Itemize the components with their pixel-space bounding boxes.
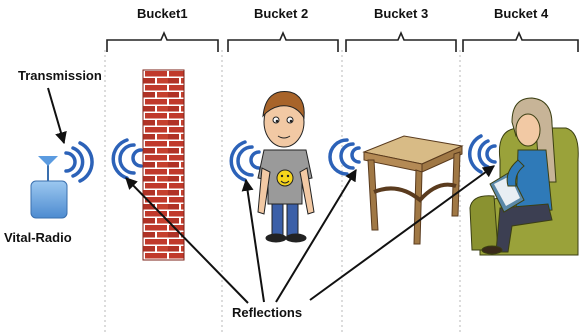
vital-radio-device — [30, 156, 68, 219]
reflection-arrow-3 — [275, 168, 357, 303]
side-table — [362, 135, 464, 245]
brace-1 — [106, 30, 219, 52]
reflection-arrow-4 — [309, 165, 495, 301]
bucket-4-label: Bucket 4 — [494, 6, 549, 21]
transmission-label: Transmission — [18, 68, 102, 83]
reflection-wave-icon-2 — [229, 140, 261, 182]
bucket-1-label: Bucket1 — [137, 6, 188, 21]
transmission-arrow — [47, 87, 67, 145]
bucket-braces — [106, 30, 579, 52]
brace-3 — [345, 30, 457, 52]
brace-4 — [462, 30, 579, 52]
reflection-wave-icon-1 — [111, 138, 143, 180]
brace-2 — [227, 30, 339, 52]
brick-wall — [142, 69, 185, 261]
vital-radio-label: Vital-Radio — [4, 230, 72, 245]
reflections-label: Reflections — [232, 305, 303, 320]
bucket-2-label: Bucket 2 — [254, 6, 309, 21]
bucket-3-label: Bucket 3 — [374, 6, 429, 21]
reflection-wave-icon-4 — [468, 134, 497, 174]
reflection-wave-icon-3 — [328, 138, 361, 176]
bucket-dividers — [104, 50, 461, 332]
standing-person — [257, 91, 315, 243]
reflection-arrow-2 — [241, 178, 265, 303]
transmission-waves-icon — [64, 141, 94, 183]
reflection-arrows — [125, 165, 495, 304]
reflection-arrow-1 — [125, 177, 249, 304]
reading-person-in-armchair — [469, 97, 579, 256]
